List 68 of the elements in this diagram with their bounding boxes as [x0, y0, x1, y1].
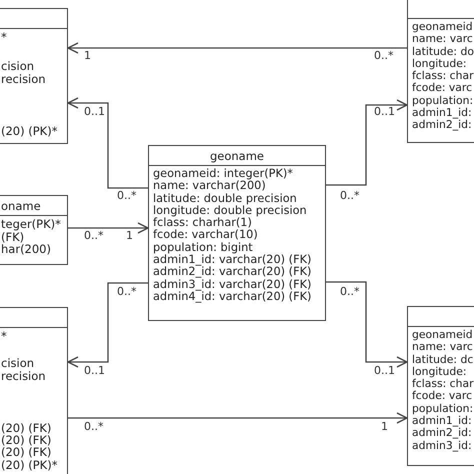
attribute-text: cision [1, 60, 34, 73]
multiplicity-label: 0..* [340, 190, 360, 202]
attribute-text: admin2_id: [412, 119, 472, 132]
association-arrow [326, 99, 408, 186]
multiplicity-label: 1 [381, 421, 388, 433]
attribute-text: name: varchar(200) [153, 180, 266, 193]
attribute-text: admin3_id: [412, 440, 472, 452]
attribute-text: fclass: char [412, 70, 474, 82]
attribute-text: longitude: [412, 366, 467, 378]
attribute-text: admin4_id: varchar(20) (FK) [153, 290, 312, 304]
attribute-text: fcode: varc [412, 82, 472, 95]
multiplicity-label: 1 [84, 50, 91, 62]
attribute-text: (20) (PK)* [1, 124, 58, 138]
attribute-text: admin1_id: varchar(20) (FK) [153, 254, 312, 266]
attribute-text: geonameid [412, 21, 473, 34]
attribute-text: (20) (FK) [1, 446, 52, 459]
attribute-text: recision [1, 72, 46, 85]
multiplicity-label: 0..* [84, 421, 104, 433]
class-name: oname [1, 198, 41, 212]
attribute-text: cision [1, 357, 34, 370]
attribute-text: population: bigint [153, 242, 253, 254]
attribute-text: population: [412, 402, 474, 416]
multiplicity-label: 1 [126, 230, 133, 242]
attribute-text: fclass: charhar(1) [153, 217, 252, 230]
attribute-text: admin2_id: varchar(20) (FK) [153, 266, 312, 279]
multiplicity-label: 0..* [340, 286, 360, 298]
multiplicity-label: 0..1 [84, 106, 105, 118]
attribute-text: geonameid: integer(PK)* [153, 168, 293, 180]
association-arrow [68, 222, 149, 234]
association-arrow [326, 281, 408, 368]
attribute-text: (20) (FK) [1, 422, 52, 434]
multiplicity-label: 0..* [117, 190, 136, 202]
class-name: geoname [210, 148, 264, 162]
attribute-text: longitude: [412, 58, 467, 70]
attribute-text: (20) (PK)* [1, 458, 58, 472]
attribute-text: longitude: double precision [153, 204, 307, 218]
attribute-text: (FK) [1, 230, 24, 243]
attribute-text: fcode: varchar(10) [153, 229, 258, 242]
attribute-text: admin3_id: varchar(20) (FK) [153, 278, 312, 291]
multiplicity-label: 0..* [84, 230, 104, 242]
association-arrow [68, 412, 408, 424]
attribute-text: admin1_id: [412, 107, 472, 120]
attribute-text: recision [1, 370, 46, 382]
attribute-text: latitude: dc [412, 354, 474, 366]
multiplicity-label: 0..1 [374, 106, 395, 118]
attribute-text: latitude: double precision [153, 192, 297, 205]
association-arrow [67, 282, 148, 368]
attribute-text: fcode: varc [412, 390, 472, 403]
attribute-text: fclass: char [412, 378, 474, 390]
multiplicity-label: 0..* [374, 50, 394, 62]
class-box [148, 145, 326, 321]
multiplicity-label: 0..* [117, 286, 136, 298]
attribute-text: * [1, 31, 7, 44]
attribute-text: (20) (FK) [1, 434, 52, 446]
multiplicity-label: 0..1 [374, 365, 395, 377]
association-arrow [67, 97, 148, 189]
attribute-text: admin2_id: [412, 427, 472, 440]
attribute-text: population: [412, 94, 474, 108]
association-arrow [67, 42, 407, 54]
attribute-text: har(200) [1, 243, 51, 256]
multiplicity-label: 0..1 [84, 365, 105, 377]
attribute-text: latitude: do [412, 46, 474, 58]
attribute-text: teger(PK)* [1, 218, 61, 230]
attribute-text: name: varc [412, 341, 473, 354]
attribute-text: admin1_id: [412, 415, 472, 428]
attribute-text: name: varc [412, 33, 473, 46]
attribute-text: geonameid [412, 329, 473, 342]
attribute-text: * [1, 330, 7, 342]
